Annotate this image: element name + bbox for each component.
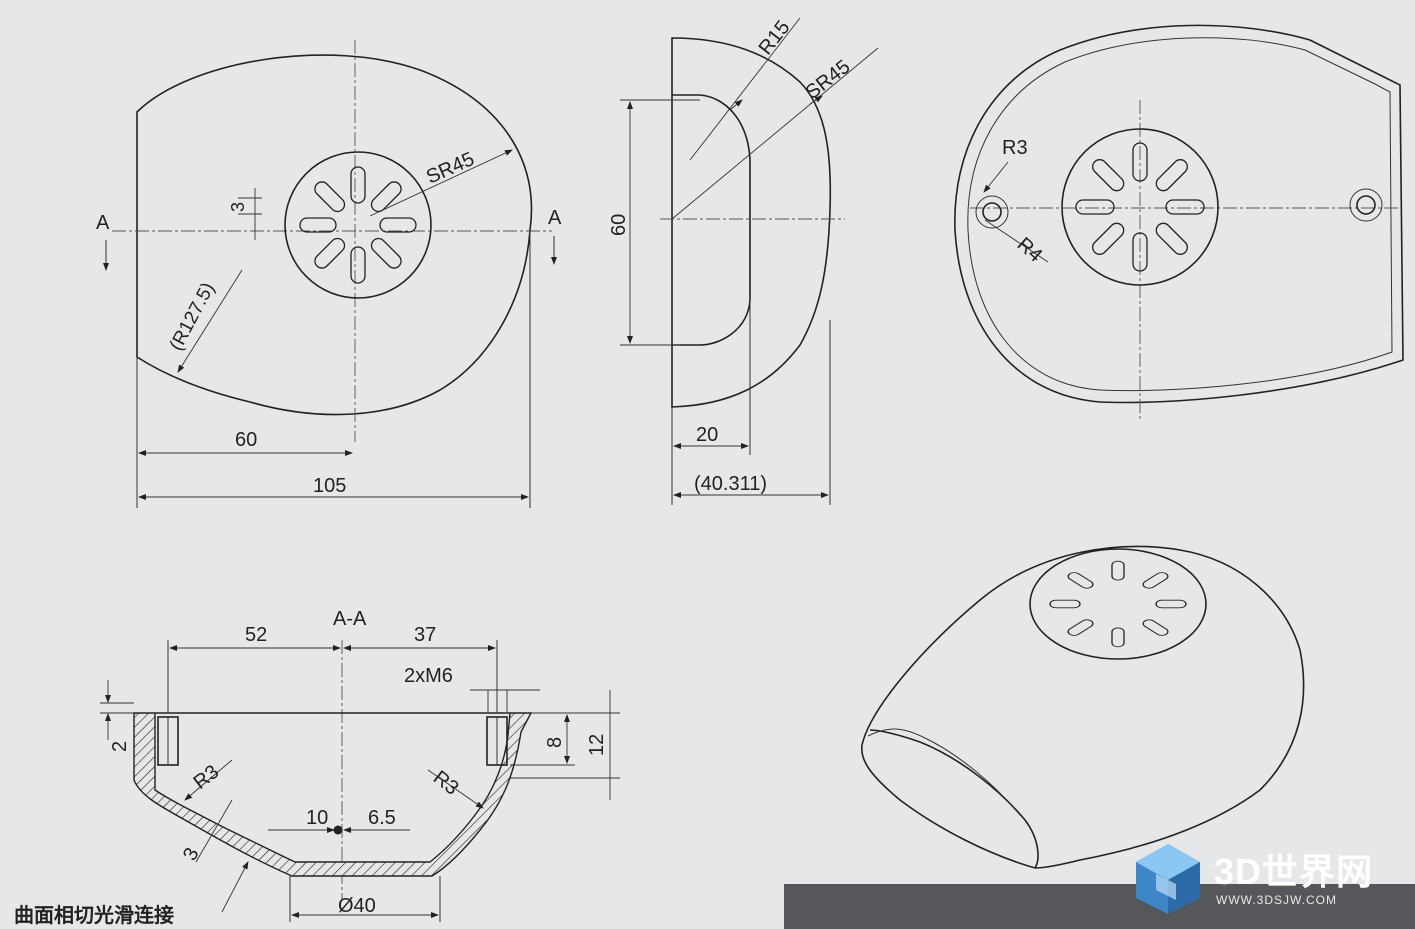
front-dim-105: 105 (313, 475, 346, 497)
section-dim-2: 2 (109, 741, 131, 752)
mount-boss-left (975, 195, 1009, 229)
vent-slots-iso (1049, 560, 1187, 648)
side-dim-r15: R15 (755, 17, 795, 59)
watermark-band (784, 884, 1415, 929)
top-view: R3 R4 (954, 24, 1404, 420)
isometric-view (860, 545, 1305, 869)
section-dim-37: 37 (414, 624, 436, 646)
iso-vent-disc (1029, 548, 1207, 660)
logo-cube-icon (1136, 844, 1200, 914)
top-dim-r4: R4 (1013, 233, 1047, 266)
mount-boss-right (1349, 188, 1383, 222)
mount-hole-left (982, 202, 1002, 222)
front-dim-r127: (R127.5) (166, 279, 219, 354)
iso-outline (861, 545, 1305, 869)
side-dim-60: 60 (608, 214, 630, 236)
top-inner-outline (967, 37, 1393, 392)
side-outer-outline (671, 37, 832, 408)
front-view: A A SR45 3 (R127.5) 60 105 (96, 40, 562, 508)
section-dim-3: 3 (179, 844, 204, 864)
vent-slots-front (299, 166, 417, 284)
vent-disc (284, 151, 432, 299)
watermark-title: 3D世界网 (1214, 851, 1374, 892)
section-dim-10: 10 (306, 807, 328, 829)
top-dim-r3: R3 (1002, 137, 1028, 159)
center-point-marker (333, 825, 343, 835)
side-dim-sr45: SR45 (802, 56, 855, 104)
section-dim-r3-left: R3 (190, 761, 224, 794)
side-dim-20: 20 (696, 424, 718, 446)
section-title: A-A (333, 608, 367, 630)
side-view: R15 SR45 60 20 (40.311) (608, 17, 879, 505)
section-label-a-left: A (96, 212, 110, 234)
section-dim-52: 52 (245, 624, 267, 646)
section-shell (133, 712, 533, 877)
section-view: A-A 52 37 2xM6 2 8 12 (14, 608, 620, 927)
top-vent-disc (1061, 128, 1219, 286)
iso-face-front (860, 744, 1036, 869)
section-dim-r3-right: R3 (429, 767, 463, 800)
mount-hole-right (1356, 195, 1376, 215)
side-inner-profile (672, 94, 751, 346)
section-label-a-right: A (548, 207, 562, 229)
watermark-url: WWW.3DSJW.COM (1216, 893, 1337, 907)
section-dim-6-5: 6.5 (368, 807, 396, 829)
section-dim-dia40: Ø40 (338, 895, 376, 917)
front-dim-60: 60 (235, 429, 257, 451)
front-outline (136, 54, 533, 416)
front-dim-sr45: SR45 (423, 148, 478, 188)
section-dim-12: 12 (586, 734, 608, 756)
side-dim-40311: (40.311) (694, 473, 767, 495)
iso-face-rim (869, 729, 1039, 869)
section-note: 曲面相切光滑连接 (14, 903, 174, 927)
front-dim-3: 3 (228, 202, 248, 212)
vent-slots-top (1075, 142, 1205, 272)
section-dim-8: 8 (544, 737, 566, 748)
top-outer-outline (954, 24, 1404, 404)
section-dim-2xm6: 2xM6 (404, 665, 453, 687)
